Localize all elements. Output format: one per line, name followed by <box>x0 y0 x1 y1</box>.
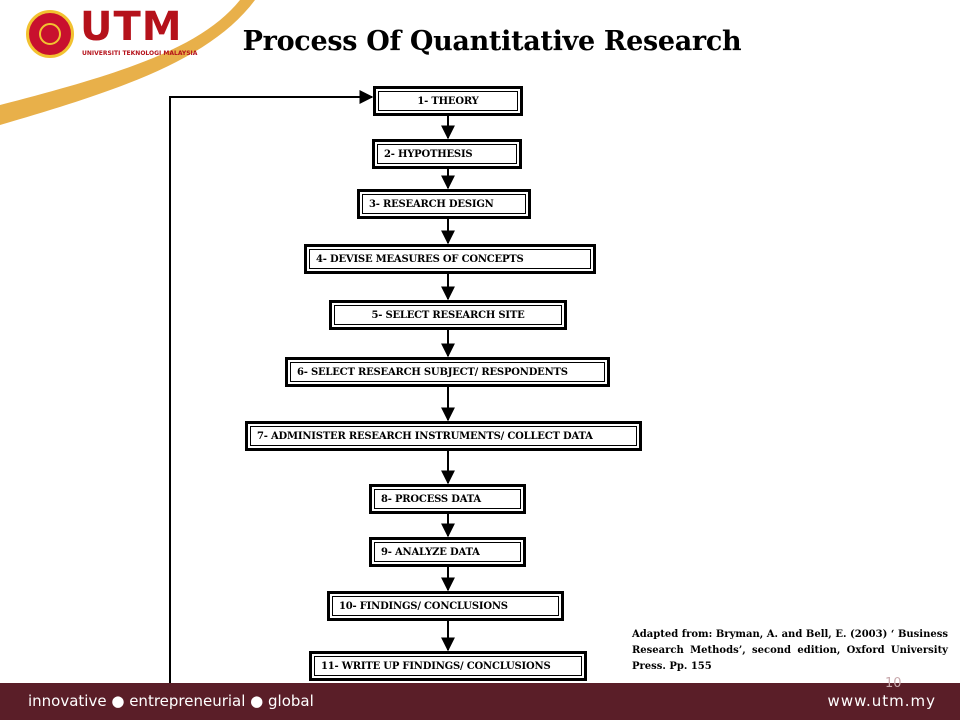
utm-logo: UTM UNIVERSITI TEKNOLOGI MALAYSIA <box>22 4 197 70</box>
flow-step-label: 9- ANALYZE DATA <box>374 542 521 562</box>
source-citation: Adapted from: Bryman, A. and Bell, E. (2… <box>632 629 948 672</box>
flow-step-8: 8- PROCESS DATA <box>369 484 526 514</box>
footer-website: www.utm.my <box>827 692 936 710</box>
slide-title: Process Of Quantitative Research <box>242 26 742 57</box>
flow-step-1: 1- THEORY <box>373 86 523 116</box>
logo-subtext: UNIVERSITI TEKNOLOGI MALAYSIA <box>82 50 198 57</box>
logo-wordmark: UTM <box>80 4 183 50</box>
flow-step-label: 4- DEVISE MEASURES OF CONCEPTS <box>309 249 591 269</box>
footer-bar: innovative ● entrepreneurial ● global ww… <box>0 683 960 720</box>
flow-step-2: 2- HYPOTHESIS <box>372 139 522 169</box>
flow-step-label: 5- SELECT RESEARCH SITE <box>334 305 562 325</box>
flow-step-label: 2- HYPOTHESIS <box>377 144 517 164</box>
flow-step-7: 7- ADMINISTER RESEARCH INSTRUMENTS/ COLL… <box>245 421 642 451</box>
flow-step-label: 11- WRITE UP FINDINGS/ CONCLUSIONS <box>314 656 582 676</box>
flow-step-label: 8- PROCESS DATA <box>374 489 521 509</box>
flow-step-6: 6- SELECT RESEARCH SUBJECT/ RESPONDENTS <box>285 357 610 387</box>
page-number: 10 <box>885 676 902 691</box>
flow-step-label: 3- RESEARCH DESIGN <box>362 194 526 214</box>
flow-step-label: 10- FINDINGS/ CONCLUSIONS <box>332 596 559 616</box>
flow-step-4: 4- DEVISE MEASURES OF CONCEPTS <box>304 244 596 274</box>
flow-step-5: 5- SELECT RESEARCH SITE <box>329 300 567 330</box>
flow-step-3: 3- RESEARCH DESIGN <box>357 189 531 219</box>
flow-step-9: 9- ANALYZE DATA <box>369 537 526 567</box>
flow-step-label: 6- SELECT RESEARCH SUBJECT/ RESPONDENTS <box>290 362 605 382</box>
flow-step-label: 7- ADMINISTER RESEARCH INSTRUMENTS/ COLL… <box>250 426 637 446</box>
utm-seal-icon <box>26 10 74 58</box>
footer-tagline: innovative ● entrepreneurial ● global <box>28 692 314 710</box>
flow-step-11: 11- WRITE UP FINDINGS/ CONCLUSIONS <box>309 651 587 681</box>
flow-step-10: 10- FINDINGS/ CONCLUSIONS <box>327 591 564 621</box>
flow-step-label: 1- THEORY <box>378 91 518 111</box>
